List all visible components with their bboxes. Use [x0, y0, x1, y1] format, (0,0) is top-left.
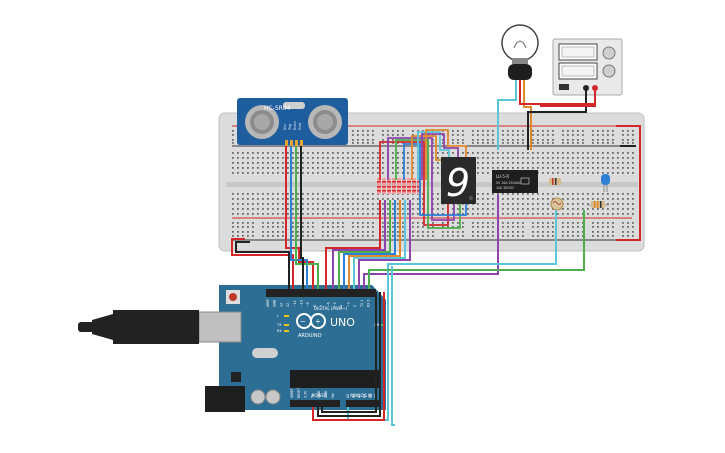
arduino-power-pin-label-1: RESET	[297, 388, 301, 398]
arduino-power-pin-label-0: IOREF	[290, 388, 294, 398]
arduino-power-pin-label-3: 5V	[310, 393, 314, 398]
sensor-pin-trig: Trig	[288, 124, 292, 131]
arduino-digital-pin-label-8: 7	[320, 305, 324, 307]
svg-text:−: −	[300, 318, 306, 326]
relay-text-line-3: 10A 30VDC	[496, 186, 515, 190]
sensor-model-label: HC-SR04	[264, 105, 291, 112]
arduino-led-tx: TX	[276, 323, 282, 327]
arduino-digital-pin-label-9: ~6	[326, 302, 330, 307]
arduino-digital-pin-label-11: 4	[340, 305, 344, 307]
arduino-digital-pin-label-1: GND	[273, 299, 277, 307]
arduino-digital-pin-label-10: ~5	[333, 302, 337, 307]
arduino-analog-pin-label-1: A1	[352, 394, 356, 398]
relay: LU-5-R 5V 10A 250VAC 10A 30VDC	[492, 170, 538, 193]
arduino-analog-label: ANALOG IN	[350, 393, 372, 398]
arduino-digital-pin-label-6: ~9	[306, 302, 310, 307]
arduino-digital-pin-label-2: 13	[279, 303, 283, 307]
arduino-analog-pin-label-0: A0	[346, 394, 350, 398]
arduino-power-pin-label-4: GND	[317, 390, 321, 398]
wires	[231, 129, 585, 426]
resistor-relay	[549, 178, 561, 185]
arduino-digital-pin-label-12: ~3	[346, 302, 350, 307]
arduino-analog-pin-label-2: A2	[357, 394, 361, 398]
arduino-model-label: UNO	[330, 316, 355, 329]
arduino-power-label: POWER	[312, 393, 327, 398]
resistor-bank	[377, 178, 421, 194]
sensor-pin-labels: Vcc Trig Echo Gnd	[283, 122, 302, 132]
relay-text-line-2: 5V 10A 250VAC	[496, 181, 522, 185]
usb-port	[198, 311, 242, 343]
seven-segment-display: 9	[441, 157, 476, 205]
arduino-power-pin-label-5: GND	[324, 390, 328, 398]
led-blue	[601, 174, 610, 192]
usb-cable	[78, 310, 199, 344]
arduino-analog-pin-label-4: A4	[368, 394, 372, 398]
arduino-digital-pin-label-4: ~11	[293, 300, 297, 307]
microcontroller-chip	[290, 370, 380, 388]
arduino-digital-pin-label-14: TX 1	[360, 300, 364, 308]
photoresistor	[550, 197, 564, 211]
arduino-digital-pin-label-13: 2	[353, 305, 357, 307]
arduino-led-rx: RX	[277, 329, 282, 333]
arduino-digital-pin-label-3: 12	[286, 303, 290, 307]
arduino-led-l: L	[277, 314, 279, 318]
power-supply	[552, 38, 623, 96]
arduino-digital-label: DIGITAL (PWM~)	[314, 306, 348, 311]
sensor-pin-gnd: Gnd	[298, 123, 302, 130]
sensor-pin-vcc: Vcc	[283, 124, 287, 130]
arduino-power-pin-label-6: Vin	[331, 393, 335, 398]
arduino-digital-pin-label-0: AREF	[266, 299, 270, 307]
sensor-pin-echo: Echo	[293, 122, 297, 131]
power-jack	[205, 386, 245, 412]
seven-segment-digit: 9	[446, 161, 470, 205]
relay-text-line-1: LU-5-R	[496, 174, 509, 179]
resistor-led	[587, 201, 609, 208]
arduino-uno: − + ARDUINO UNO DIGITAL (PWM~) POWER ANA…	[198, 285, 386, 412]
arduino-logo: − +	[296, 313, 326, 329]
svg-text:+: +	[315, 318, 321, 326]
light-bulb	[501, 24, 539, 80]
arduino-digital-pin-label-15: RX 0	[367, 300, 371, 307]
arduino-brand-label: ARDUINO	[298, 333, 322, 339]
arduino-power-pin-label-2: 3.3V	[304, 390, 308, 398]
arduino-digital-pin-label-5: ~10	[300, 300, 304, 307]
arduino-analog-pin-label-3: A3	[363, 394, 367, 398]
arduino-digital-pin-label-7: 8	[313, 305, 317, 307]
ultrasonic-sensor: HC-SR04 Vcc Trig Echo Gnd	[237, 98, 348, 146]
